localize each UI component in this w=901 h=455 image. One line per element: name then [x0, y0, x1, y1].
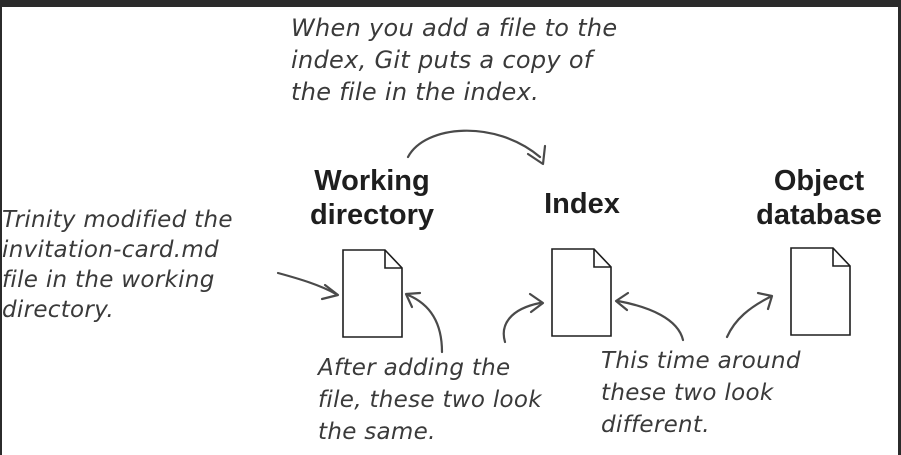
file-icon — [790, 247, 851, 336]
diagram-artwork — [276, 129, 851, 354]
file-icon — [342, 249, 403, 338]
arrow-left-note-to-file — [276, 271, 340, 301]
arrow-bottom-to-working — [404, 291, 444, 354]
arrow-bottom-to-index-right — [614, 291, 685, 342]
note-left: Trinity modified the invitation-card.md … — [2, 207, 233, 323]
frame-left-border — [0, 7, 2, 455]
arrow-bottom-to-object-db — [725, 291, 774, 339]
arrow-top-to-index — [406, 129, 547, 166]
heading-index: Index — [544, 188, 620, 220]
frame-right-border — [898, 7, 901, 455]
note-bottom-right: This time around these two look differen… — [601, 348, 801, 438]
note-bottom-middle: After adding the file, these two look th… — [318, 355, 542, 445]
arrow-bottom-to-index — [502, 292, 545, 344]
heading-object-database: Object database — [756, 165, 882, 231]
heading-working-directory: Working directory — [309, 165, 435, 231]
file-icon — [551, 248, 612, 337]
git-diagram: Working directory Index Object database … — [0, 7, 901, 455]
note-top: When you add a file to the index, Git pu… — [291, 14, 618, 106]
